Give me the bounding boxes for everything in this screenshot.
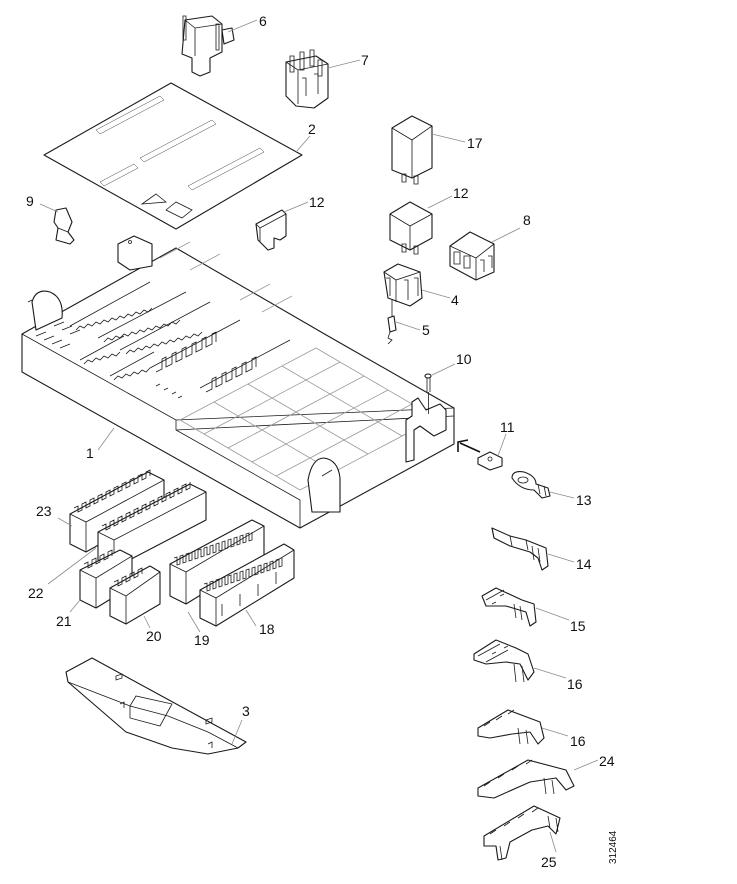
relay-grid bbox=[179, 347, 437, 491]
part-9-clip bbox=[53, 207, 75, 245]
part-12-blade-fuse bbox=[255, 209, 287, 251]
part-1-fuse-box-housing bbox=[21, 235, 455, 529]
callout-7: 7 bbox=[361, 52, 369, 68]
leader-3 bbox=[231, 719, 243, 745]
part-16-terminal-bar bbox=[473, 639, 535, 683]
part-7-relay-socket bbox=[285, 49, 329, 109]
callout-12a: 12 bbox=[309, 194, 325, 210]
callout-23: 22 bbox=[28, 585, 44, 601]
leader-18 bbox=[431, 133, 466, 143]
connector-blocks bbox=[69, 469, 295, 627]
callout-21: 20 bbox=[146, 628, 162, 644]
part-12-small-relay bbox=[389, 201, 433, 255]
leader-12a bbox=[283, 201, 309, 213]
leader-17 bbox=[541, 727, 569, 737]
part-3-cover-plate bbox=[65, 657, 247, 755]
part-14-pin-terminal bbox=[491, 527, 549, 571]
callout-19: 18 bbox=[259, 621, 275, 637]
callout-20: 19 bbox=[194, 632, 210, 648]
part-13-ring-terminal bbox=[511, 471, 551, 499]
callout-18: 17 bbox=[467, 135, 483, 151]
callout-12b: 12 bbox=[453, 185, 469, 201]
part-19-connector-block bbox=[199, 543, 295, 627]
leader-16 bbox=[533, 667, 567, 679]
warning-triangle-icon bbox=[140, 193, 168, 205]
leader-2 bbox=[295, 135, 311, 153]
callout-26: 25 bbox=[541, 854, 557, 870]
callout-8: 8 bbox=[523, 212, 531, 228]
callout-15: 15 bbox=[570, 618, 586, 634]
leader-5 bbox=[395, 321, 421, 331]
part-17-terminal-bar bbox=[477, 709, 545, 745]
leader-1 bbox=[97, 427, 115, 451]
leader-6 bbox=[227, 19, 258, 33]
leader-11 bbox=[497, 433, 507, 457]
leader-10 bbox=[429, 363, 456, 377]
part-5-terminal-pin bbox=[387, 300, 397, 345]
callout-14: 14 bbox=[576, 556, 592, 572]
callout-16: 16 bbox=[567, 676, 583, 692]
part-8-fuse-holder bbox=[449, 231, 495, 281]
leader-21 bbox=[143, 615, 151, 629]
callout-6: 6 bbox=[259, 13, 267, 29]
callout-1: 1 bbox=[86, 445, 94, 461]
callout-2: 2 bbox=[308, 121, 316, 137]
leader-25 bbox=[573, 759, 599, 771]
leader-15 bbox=[535, 607, 570, 621]
leader-13 bbox=[549, 491, 575, 499]
part-6-relay-socket bbox=[181, 15, 235, 77]
part-25-terminal-bar bbox=[477, 759, 575, 799]
illustration-reference-number: 312464 bbox=[608, 830, 619, 864]
part-21-connector-block bbox=[109, 565, 161, 625]
label-sheet-fuse-markings bbox=[95, 95, 265, 191]
leader-12b bbox=[427, 195, 453, 209]
leader-20 bbox=[187, 611, 201, 633]
part-2-label-sheet bbox=[43, 82, 303, 230]
callout-13: 13 bbox=[576, 492, 592, 508]
part-10-screw bbox=[424, 373, 432, 414]
leader-24 bbox=[57, 517, 73, 527]
leader-22 bbox=[69, 599, 81, 613]
callout-24: 23 bbox=[36, 503, 52, 519]
callout-11: 11 bbox=[500, 419, 515, 435]
leader-8 bbox=[491, 227, 521, 243]
callout-25: 24 bbox=[599, 753, 615, 769]
part-4-relay-holder bbox=[383, 263, 423, 307]
leader-26 bbox=[549, 831, 557, 853]
callout-4: 4 bbox=[451, 292, 459, 308]
callout-3: 3 bbox=[242, 703, 250, 719]
leader-19 bbox=[245, 609, 257, 627]
callout-9: 9 bbox=[26, 193, 34, 209]
part-11-clip-nut bbox=[477, 451, 503, 471]
part-18-large-relay bbox=[391, 115, 433, 185]
callout-22: 21 bbox=[56, 613, 72, 629]
leader-7 bbox=[327, 59, 361, 69]
leader-23 bbox=[47, 547, 97, 585]
callout-17: 16 bbox=[570, 733, 586, 749]
leader-4 bbox=[421, 289, 451, 299]
leader-9 bbox=[39, 203, 59, 213]
leader-14 bbox=[547, 553, 575, 563]
part-26-terminal-bar bbox=[483, 805, 561, 861]
manual-book-icon bbox=[165, 201, 193, 219]
assembly-direction-arrow-icon bbox=[457, 439, 481, 453]
callout-10: 10 bbox=[456, 351, 472, 367]
callout-5: 5 bbox=[422, 322, 430, 338]
part-15-terminal-bar bbox=[481, 587, 537, 627]
